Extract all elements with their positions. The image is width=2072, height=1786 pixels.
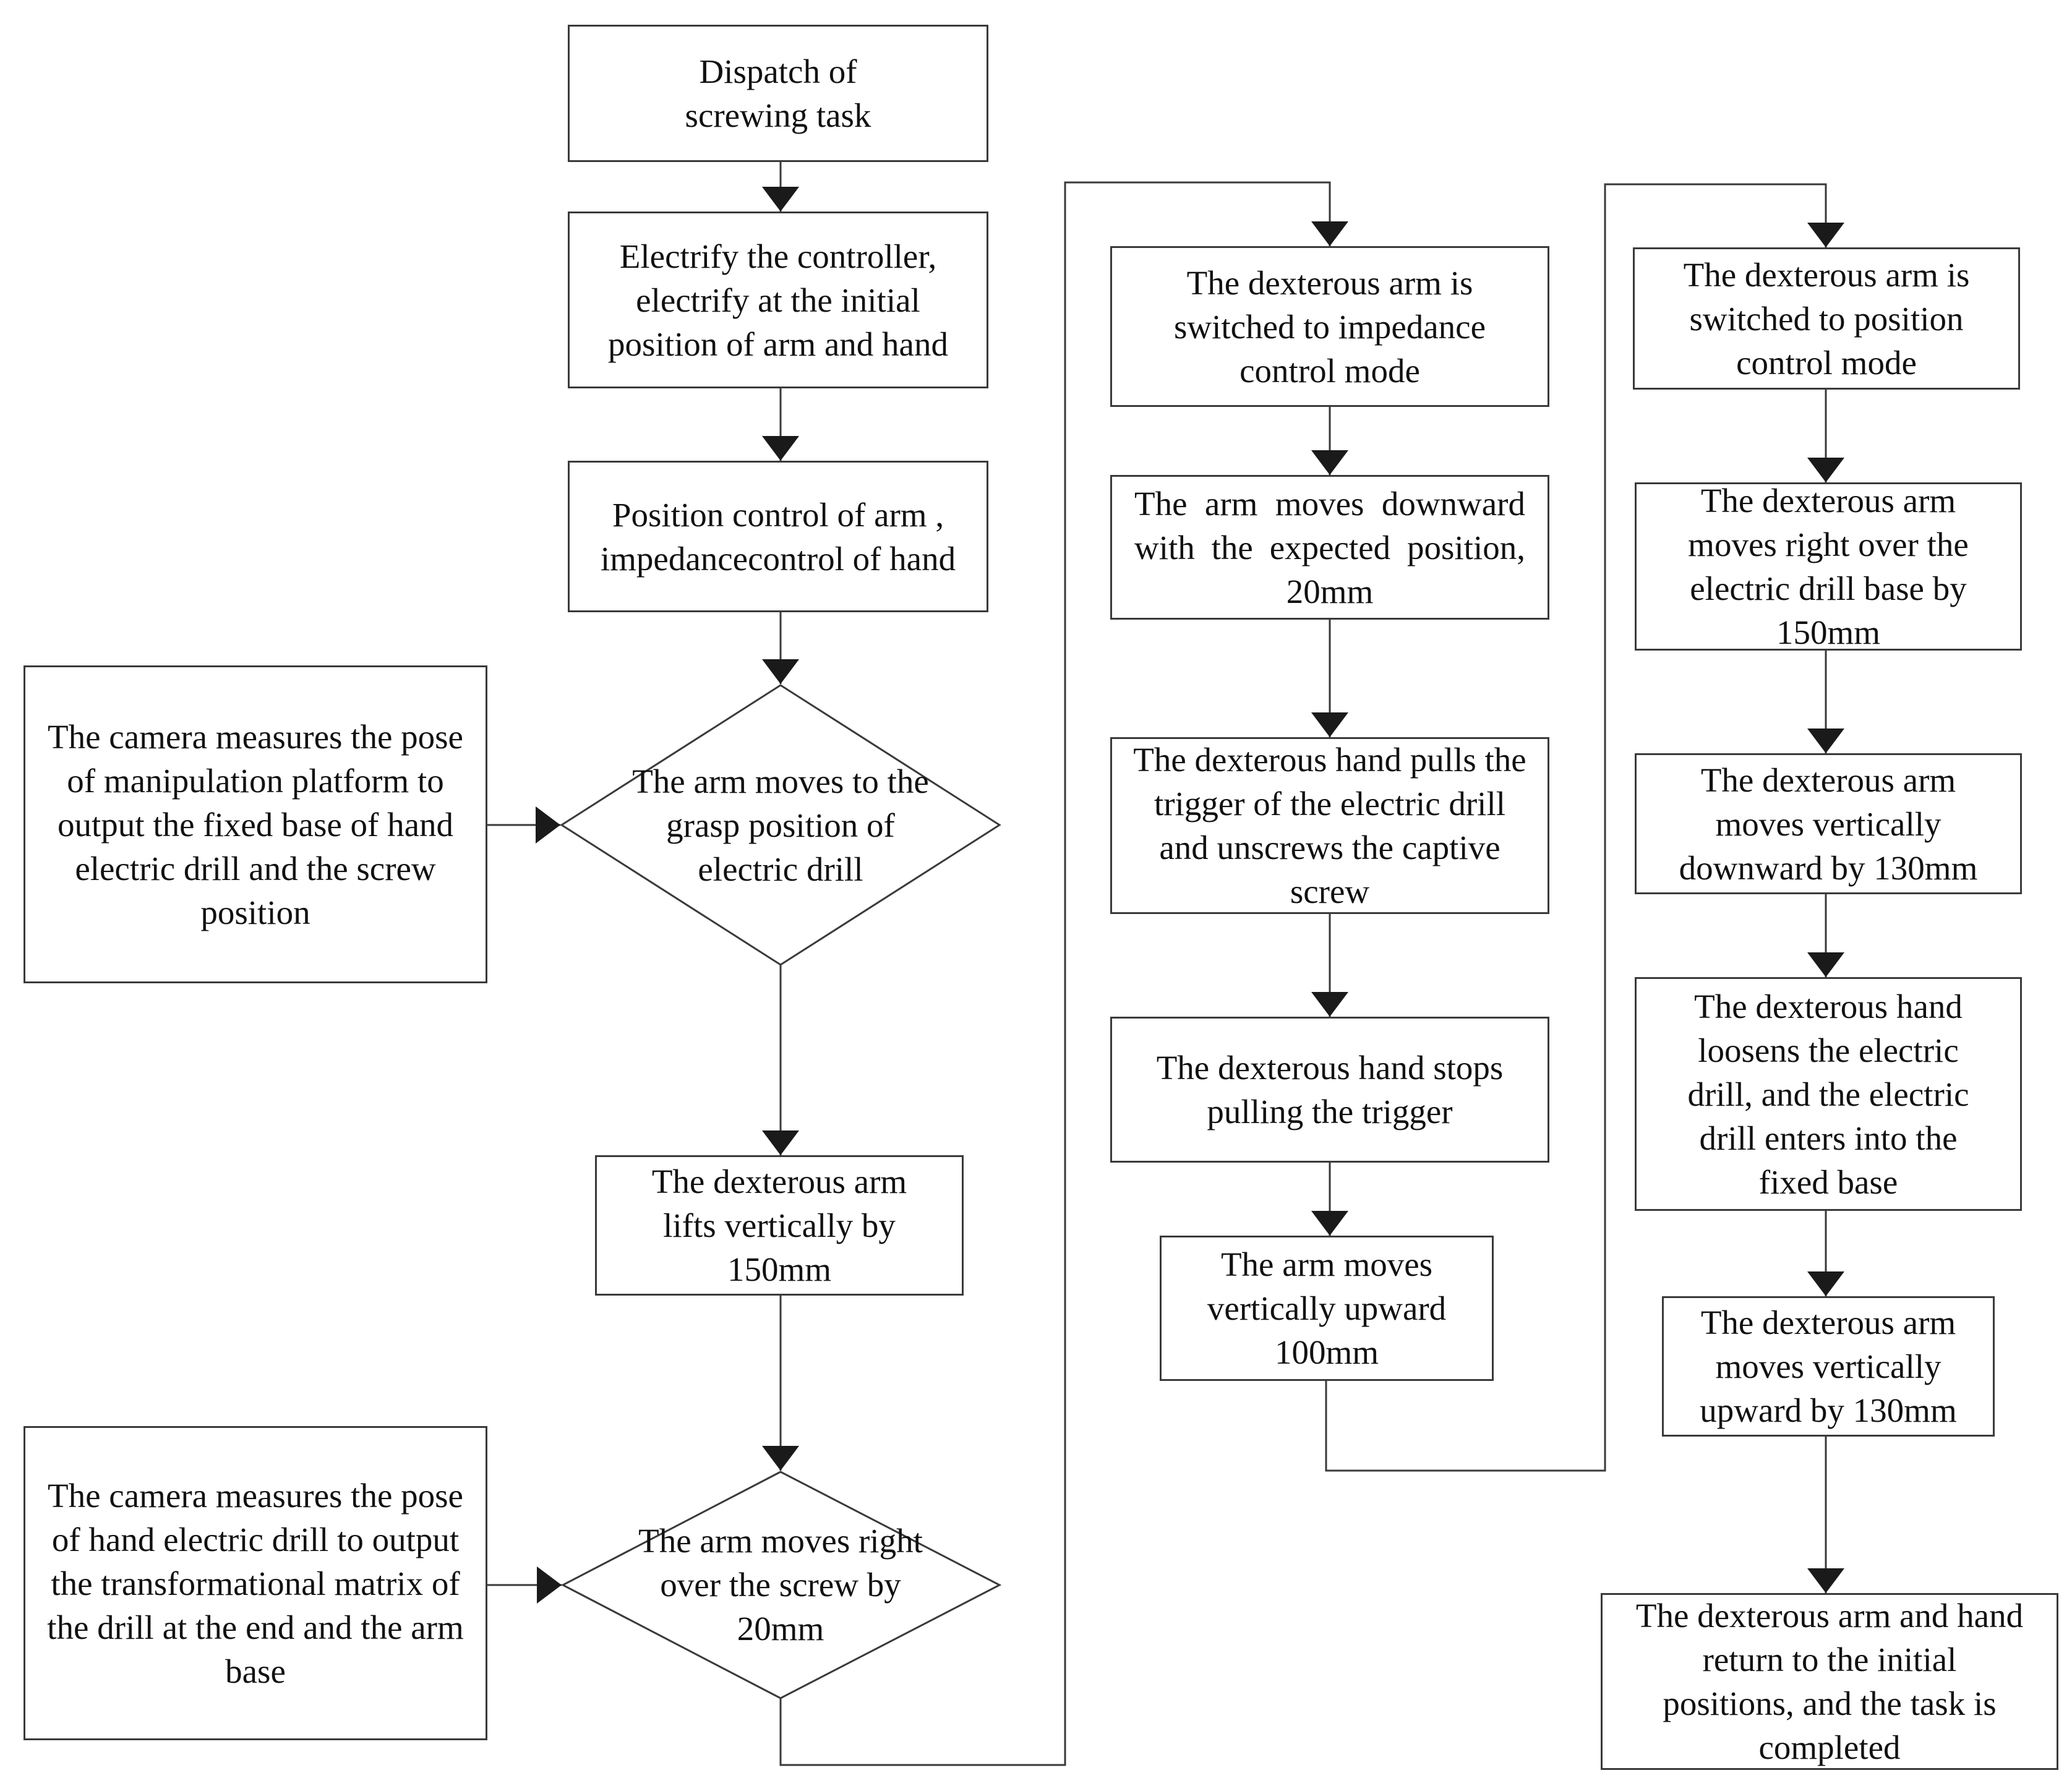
node-stop-trigger: The dexterous hand stops pulling the tri… (1110, 1017, 1549, 1163)
node-over-base-150: The dexterous arm moves right over the e… (1635, 482, 2022, 651)
node-return-complete: The dexterous arm and hand return to the… (1601, 1593, 2058, 1770)
node-camera-drill: The camera measures the pose of hand ele… (24, 1426, 487, 1740)
node-down-130: The dexterous arm moves vertically downw… (1635, 753, 2022, 894)
connector-up-100-to-position-mode (1325, 183, 1844, 1472)
node-move-up-100: The arm moves vertically upward 100mm (1160, 1236, 1494, 1381)
node-position-mode: The dexterous arm is switched to positio… (1633, 247, 2020, 390)
node-dispatch: Dispatch of screwing task (568, 25, 988, 162)
node-pull-trigger: The dexterous hand pulls the trigger of … (1110, 737, 1549, 914)
node-move-down-20: The arm moves downward with the expected… (1110, 475, 1549, 620)
node-position-control: Position control of arm , impedancecontr… (568, 461, 988, 612)
node-impedance-mode: The dexterous arm is switched to impedan… (1110, 246, 1549, 407)
decision-grasp-label: The arm moves to the grasp position of e… (632, 762, 929, 888)
node-electrify: Electrify the controller, electrify at t… (568, 212, 988, 388)
node-lift-150: The dexterous arm lifts vertically by 15… (595, 1155, 964, 1296)
connector-move-right-to-impedance (779, 181, 1348, 1766)
decision-move-right-label: The arm moves right over the screw by 20… (638, 1521, 923, 1647)
node-up-130: The dexterous arm moves vertically upwar… (1662, 1296, 1995, 1437)
node-loosen-drill: The dexterous hand loosens the electric … (1635, 977, 2022, 1211)
node-camera-platform: The camera measures the pose of manipula… (24, 665, 487, 983)
